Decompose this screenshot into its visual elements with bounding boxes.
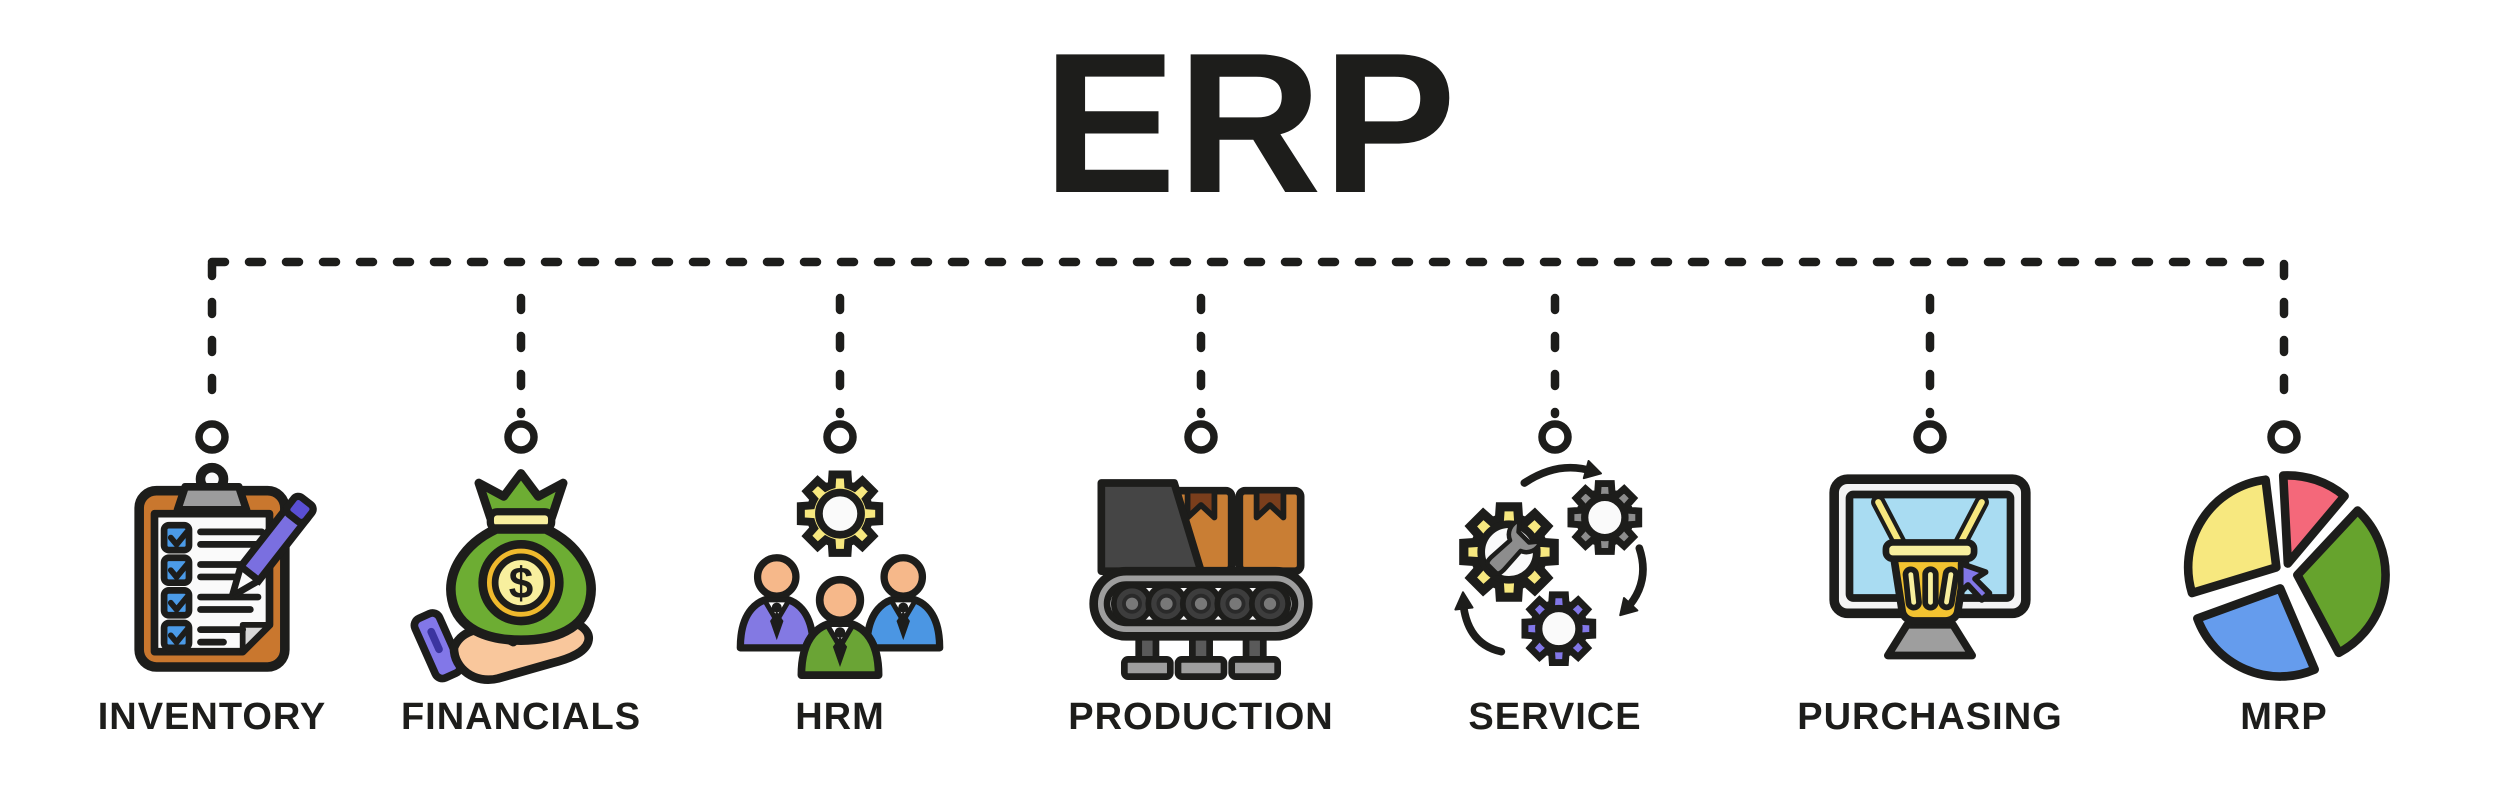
pie-chart-icon bbox=[2183, 471, 2390, 681]
clipboard-checklist-icon bbox=[134, 462, 317, 672]
pencil bbox=[228, 492, 317, 600]
dollar-symbol: $ bbox=[509, 559, 534, 608]
money-bag-in-hand-icon: $ bbox=[410, 469, 596, 684]
gears-cycle-icon bbox=[1454, 460, 1647, 690]
module-label-mrp: MRP bbox=[2240, 696, 2328, 738]
module-label-purchasing: PURCHASING bbox=[1797, 696, 2063, 738]
cursor-arrow-icon bbox=[1957, 560, 1993, 603]
module-column-inventory: INVENTORY bbox=[52, 460, 372, 739]
module-column-production: PRODUCTION bbox=[1041, 460, 1361, 739]
module-label-financials: FINANCIALS bbox=[400, 696, 642, 738]
module-label-inventory: INVENTORY bbox=[97, 696, 327, 738]
module-column-purchasing: PURCHASING bbox=[1770, 460, 2090, 739]
module-label-production: PRODUCTION bbox=[1068, 696, 1334, 738]
module-column-hrm: HRM bbox=[680, 460, 1000, 739]
online-shopping-monitor-icon bbox=[1829, 474, 2031, 660]
sleeve-cuff bbox=[410, 609, 465, 683]
monitor-stand bbox=[1884, 621, 1976, 660]
module-column-service: SERVICE bbox=[1395, 460, 1715, 739]
team-with-gear-icon bbox=[725, 460, 955, 690]
legs bbox=[1120, 625, 1282, 680]
module-column-financials: $ FINANCIALS bbox=[361, 460, 681, 739]
rollers bbox=[1110, 582, 1292, 625]
checklist-rows bbox=[160, 521, 266, 652]
module-label-hrm: HRM bbox=[795, 696, 885, 738]
module-column-mrp: MRP bbox=[2124, 460, 2444, 739]
shopping-basket bbox=[1871, 494, 1989, 625]
module-label-service: SERVICE bbox=[1468, 696, 1642, 738]
wrench bbox=[1485, 518, 1543, 576]
cycle-arrows bbox=[1454, 460, 1647, 656]
page-title: ERP bbox=[1042, 12, 1458, 235]
conveyor-belt-icon bbox=[1089, 479, 1313, 680]
